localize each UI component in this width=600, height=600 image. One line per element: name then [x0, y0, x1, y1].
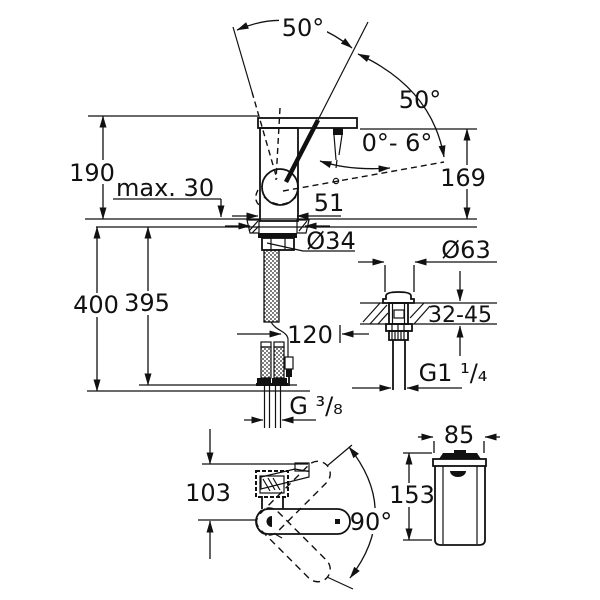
- lever-left-position: [251, 91, 278, 180]
- dim-label-max30: max. 30: [116, 174, 214, 202]
- supply-hose-right: [273, 346, 285, 379]
- dia34-leader: [266, 242, 355, 252]
- lever-flat-position: [282, 161, 445, 192]
- body-front: [434, 466, 486, 546]
- dim-label-153: 153: [389, 481, 435, 509]
- lever-extension-line: [317, 21, 369, 121]
- washer: [258, 233, 297, 238]
- dim-label-dia34: Ø34: [306, 227, 355, 255]
- dim-label-g114: G1 ¹/₄: [419, 359, 488, 387]
- dim-label-120: 120: [287, 321, 333, 349]
- main-view: 50° 50° 0°- 6° 190 max. 30 169 51: [68, 12, 486, 428]
- supply-hose-left: [260, 346, 272, 379]
- dim-label-32-45: 32-45: [428, 303, 492, 328]
- spout-pivot-mark: [266, 516, 272, 527]
- spout-end-mark: [335, 519, 340, 524]
- plate-front: [432, 458, 487, 467]
- dim-label-400: 400: [73, 291, 119, 319]
- dim-label-swivel-top: 50°: [282, 14, 325, 42]
- dim-label-swivel-right: 50°: [399, 86, 442, 114]
- lever-top: [260, 468, 310, 490]
- lever-solid: [284, 118, 320, 184]
- arc-swivel-right: [357, 53, 446, 158]
- aerator-outlet: [333, 128, 343, 135]
- dim-label-190: 190: [69, 159, 115, 187]
- pull-rod-wire: [270, 321, 289, 357]
- arc-aerator-tilt: [319, 160, 391, 173]
- spout-plate: [257, 117, 358, 129]
- escutcheon-right: [296, 219, 310, 234]
- dim-label-dia63: Ø63: [441, 236, 490, 264]
- lever-pivot-ball: [261, 168, 299, 206]
- dim-label-103: 103: [185, 479, 231, 507]
- lever-front: [439, 450, 481, 459]
- dim-label-395: 395: [124, 289, 170, 317]
- dim-label-85: 85: [444, 421, 475, 449]
- spout-outlet-front: [450, 471, 466, 477]
- dim-label-90: 90°: [350, 508, 393, 536]
- threaded-shank: [263, 249, 280, 323]
- dim-label-51: 51: [314, 189, 345, 217]
- lever-tip-top: [294, 462, 310, 472]
- top-view: 103 90°: [185, 429, 393, 590]
- front-view: 85 153: [389, 421, 500, 546]
- lever-end-ball: [332, 177, 340, 185]
- drain-view: Ø63 32-45 G1 ¹/₄: [352, 236, 497, 392]
- dim-label-169: 169: [440, 164, 486, 192]
- dim-label-aerator-tilt: 0°- 6°: [362, 129, 433, 157]
- dim-label-g38: G ³/₈: [289, 392, 343, 420]
- drain-cap: [382, 291, 415, 304]
